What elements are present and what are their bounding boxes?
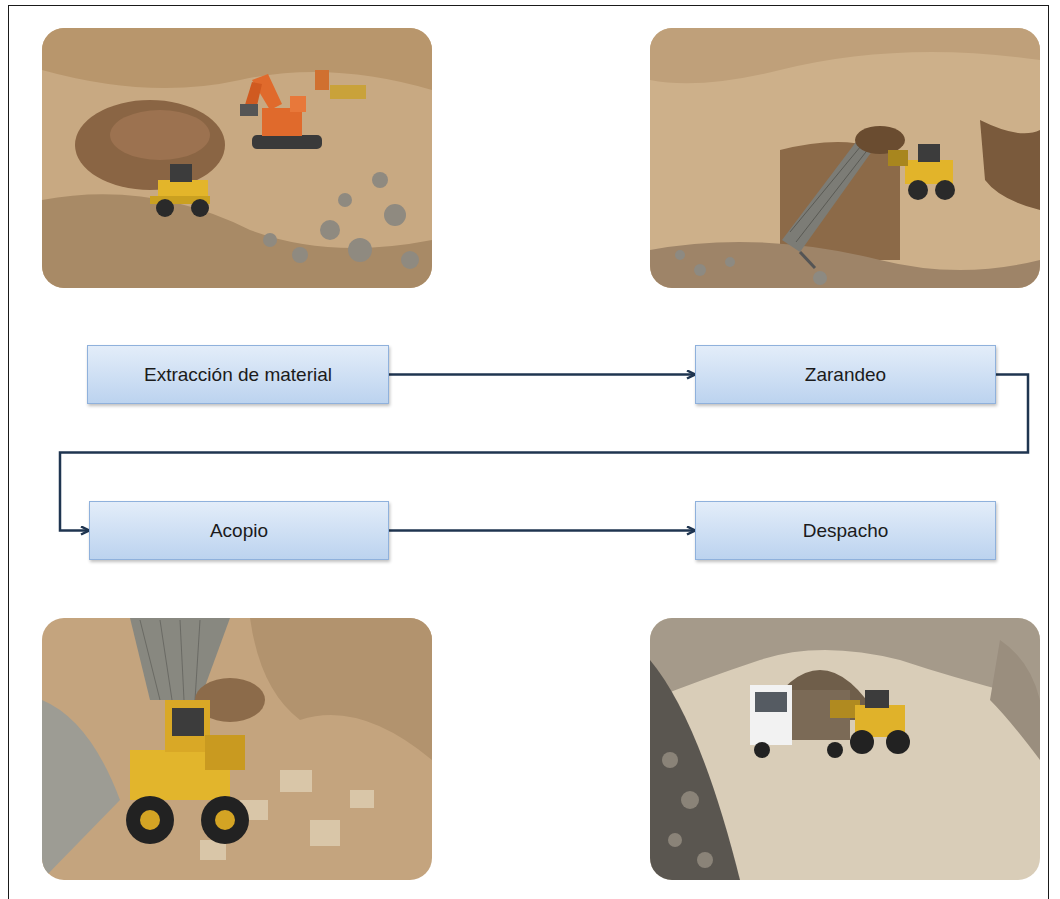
screening-photo bbox=[650, 28, 1040, 288]
process-box: Acopio bbox=[89, 501, 389, 560]
box-label: Despacho bbox=[791, 520, 901, 542]
process-box: Zarandeo bbox=[695, 345, 996, 404]
dispatch-photo bbox=[650, 618, 1040, 880]
box-label: Acopio bbox=[198, 520, 280, 542]
flow-arrow bbox=[389, 529, 695, 532]
extraction-photo bbox=[42, 28, 432, 288]
process-box: Extracción de material bbox=[87, 345, 389, 404]
box-label: Extracción de material bbox=[132, 364, 344, 386]
flow-arrow bbox=[389, 373, 695, 376]
box-label: Zarandeo bbox=[793, 364, 898, 386]
process-box: Despacho bbox=[695, 501, 996, 560]
stockpile-photo bbox=[42, 618, 432, 880]
